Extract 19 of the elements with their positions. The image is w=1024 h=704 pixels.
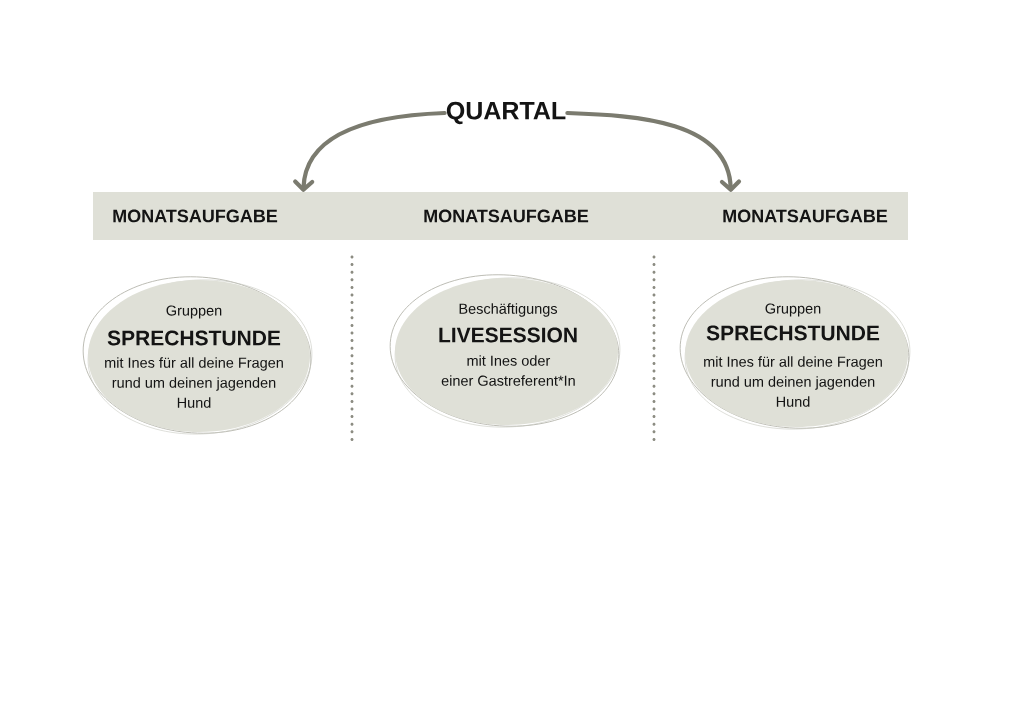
heading: SPRECHSTUNDE <box>706 325 880 341</box>
curved-arrow <box>293 110 447 192</box>
description: mit Ines für all deine Fragen rund um deinen jagenden Hund <box>105 357 283 408</box>
description: mit Ines für all deine Fragen rund um deinen jagenden Hund <box>704 356 882 407</box>
band <box>93 192 908 240</box>
heading: QUARTAL <box>446 101 566 125</box>
ellipse <box>679 276 911 430</box>
ellipse <box>389 274 621 428</box>
subtitle: Beschäftigungs <box>459 303 558 317</box>
heading: SPRECHSTUNDE <box>107 330 281 346</box>
subtitle: Gruppen <box>765 303 821 317</box>
column-heading: MONATSAUFGABE <box>424 209 589 223</box>
ellipse <box>82 276 313 435</box>
description: mit Ines oder einer Gastreferent*In <box>441 355 575 386</box>
column-heading: MONATSAUFGABE <box>113 209 278 223</box>
curved-arrow <box>565 110 742 192</box>
subtitle: Gruppen <box>166 305 222 319</box>
heading: LIVESESSION <box>439 327 577 343</box>
column-heading: MONATSAUFGABE <box>723 209 888 223</box>
